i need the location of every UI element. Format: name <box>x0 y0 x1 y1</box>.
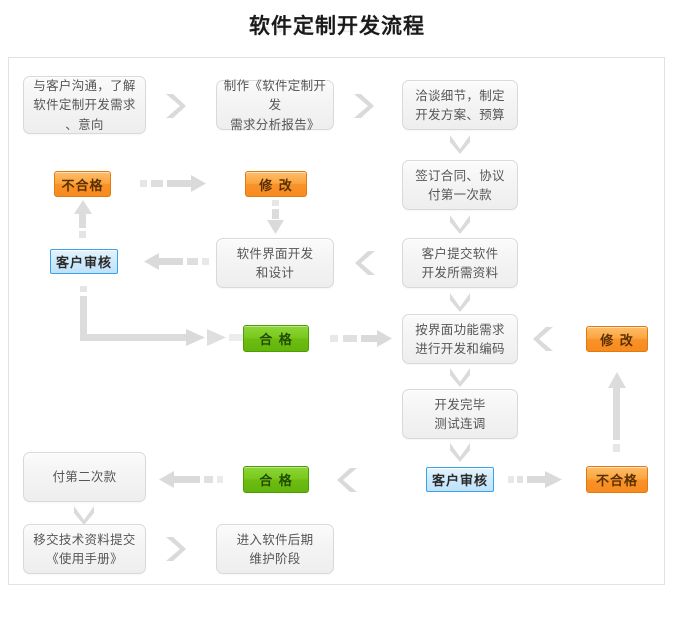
box-submit-materials-label: 客户提交软件 开发所需资料 <box>421 245 499 280</box>
arrow-left-chevron-3 <box>337 466 359 494</box>
arrow-dashed-right-3 <box>508 469 584 491</box>
box-ui-design: 软件界面开发 和设计 <box>216 238 334 288</box>
arrow-down-5 <box>449 441 471 463</box>
box-handover-docs-label: 移交技术资料提交 《使用手册》 <box>33 531 136 566</box>
box-negotiate-label: 洽谈细节，制定 开发方案、预算 <box>415 87 505 122</box>
pill-review-top[interactable]: 客户审核 <box>50 249 118 274</box>
box-maintenance: 进入软件后期 维护阶段 <box>216 524 334 574</box>
box-requirement-doc-label: 制作《软件定制开发 需求分析报告》 <box>223 77 327 132</box>
page-title: 软件定制开发流程 <box>249 14 425 38</box>
arrow-right-chevron-2 <box>352 92 374 120</box>
box-contract: 签订合同、协议 付第一次款 <box>402 160 518 210</box>
pill-fail-right-label: 不合格 <box>595 474 638 489</box>
arrow-dashed-right-2 <box>330 328 400 350</box>
arrow-up-right <box>606 372 628 456</box>
arrow-right-chevron-3 <box>164 535 186 563</box>
box-develop-code: 按界面功能需求 进行开发和编码 <box>402 314 518 364</box>
pill-review-bottom-label: 客户审核 <box>431 474 488 489</box>
box-develop-code-label: 按界面功能需求 进行开发和编码 <box>415 321 505 356</box>
connector-horizontal-to-pass <box>80 334 190 341</box>
pill-fail-right[interactable]: 不合格 <box>586 466 648 493</box>
box-ui-design-label: 软件界面开发 和设计 <box>236 245 314 280</box>
box-contract-label: 签订合同、协议 付第一次款 <box>415 167 505 202</box>
pill-modify-top[interactable]: 修 改 <box>245 171 307 197</box>
box-test: 开发完毕 测试连调 <box>402 389 518 439</box>
box-submit-materials: 客户提交软件 开发所需资料 <box>402 238 518 288</box>
box-second-payment-label: 付第二次款 <box>52 469 117 485</box>
pill-pass-mid[interactable]: 合 格 <box>243 325 309 352</box>
box-requirement-doc: 制作《软件定制开发 需求分析报告》 <box>216 78 334 132</box>
box-communicate-label: 与客户沟通，了解 软件定制开发需求 、意向 <box>33 77 136 132</box>
arrow-left-chevron-1 <box>355 249 377 277</box>
connector-vertical-review-down <box>80 286 87 292</box>
pill-pass-bottom-label: 合 格 <box>259 474 293 489</box>
box-test-label: 开发完毕 测试连调 <box>434 396 486 431</box>
pill-fail-top-label: 不合格 <box>61 178 104 194</box>
pill-fail-top[interactable]: 不合格 <box>54 171 111 197</box>
arrow-right-chevron-1 <box>164 92 186 120</box>
arrow-dashed-right-1 <box>140 173 220 195</box>
box-second-payment: 付第二次款 <box>23 452 146 502</box>
arrow-down-6 <box>73 504 95 526</box>
pill-pass-bottom[interactable]: 合 格 <box>243 466 309 493</box>
arrow-right-to-pass <box>186 326 250 349</box>
arrow-down-4 <box>449 366 471 388</box>
arrow-dashed-left-1 <box>130 251 210 273</box>
arrow-down-2 <box>449 213 471 235</box>
arrow-down-3 <box>449 291 471 313</box>
box-handover-docs: 移交技术资料提交 《使用手册》 <box>23 524 146 574</box>
box-negotiate: 洽谈细节，制定 开发方案、预算 <box>402 80 518 130</box>
pill-modify-top-label: 修 改 <box>259 178 293 194</box>
arrow-left-chevron-2 <box>533 325 555 353</box>
arrow-dashed-left-2 <box>152 469 232 491</box>
box-communicate: 与客户沟通，了解 软件定制开发需求 、意向 <box>23 76 146 134</box>
connector-vertical-review-down-2 <box>80 296 87 339</box>
box-maintenance-label: 进入软件后期 维护阶段 <box>236 531 314 566</box>
arrow-down-1 <box>449 133 471 155</box>
pill-modify-right[interactable]: 修 改 <box>586 326 648 352</box>
pill-review-top-label: 客户审核 <box>55 256 112 271</box>
pill-modify-right-label: 修 改 <box>600 333 634 349</box>
pill-review-bottom[interactable]: 客户审核 <box>426 467 494 492</box>
arrow-dashed-up-1 <box>72 200 94 244</box>
diagram-frame <box>8 57 665 585</box>
pill-pass-mid-label: 合 格 <box>259 333 293 348</box>
arrow-dashed-down-1 <box>265 200 287 236</box>
